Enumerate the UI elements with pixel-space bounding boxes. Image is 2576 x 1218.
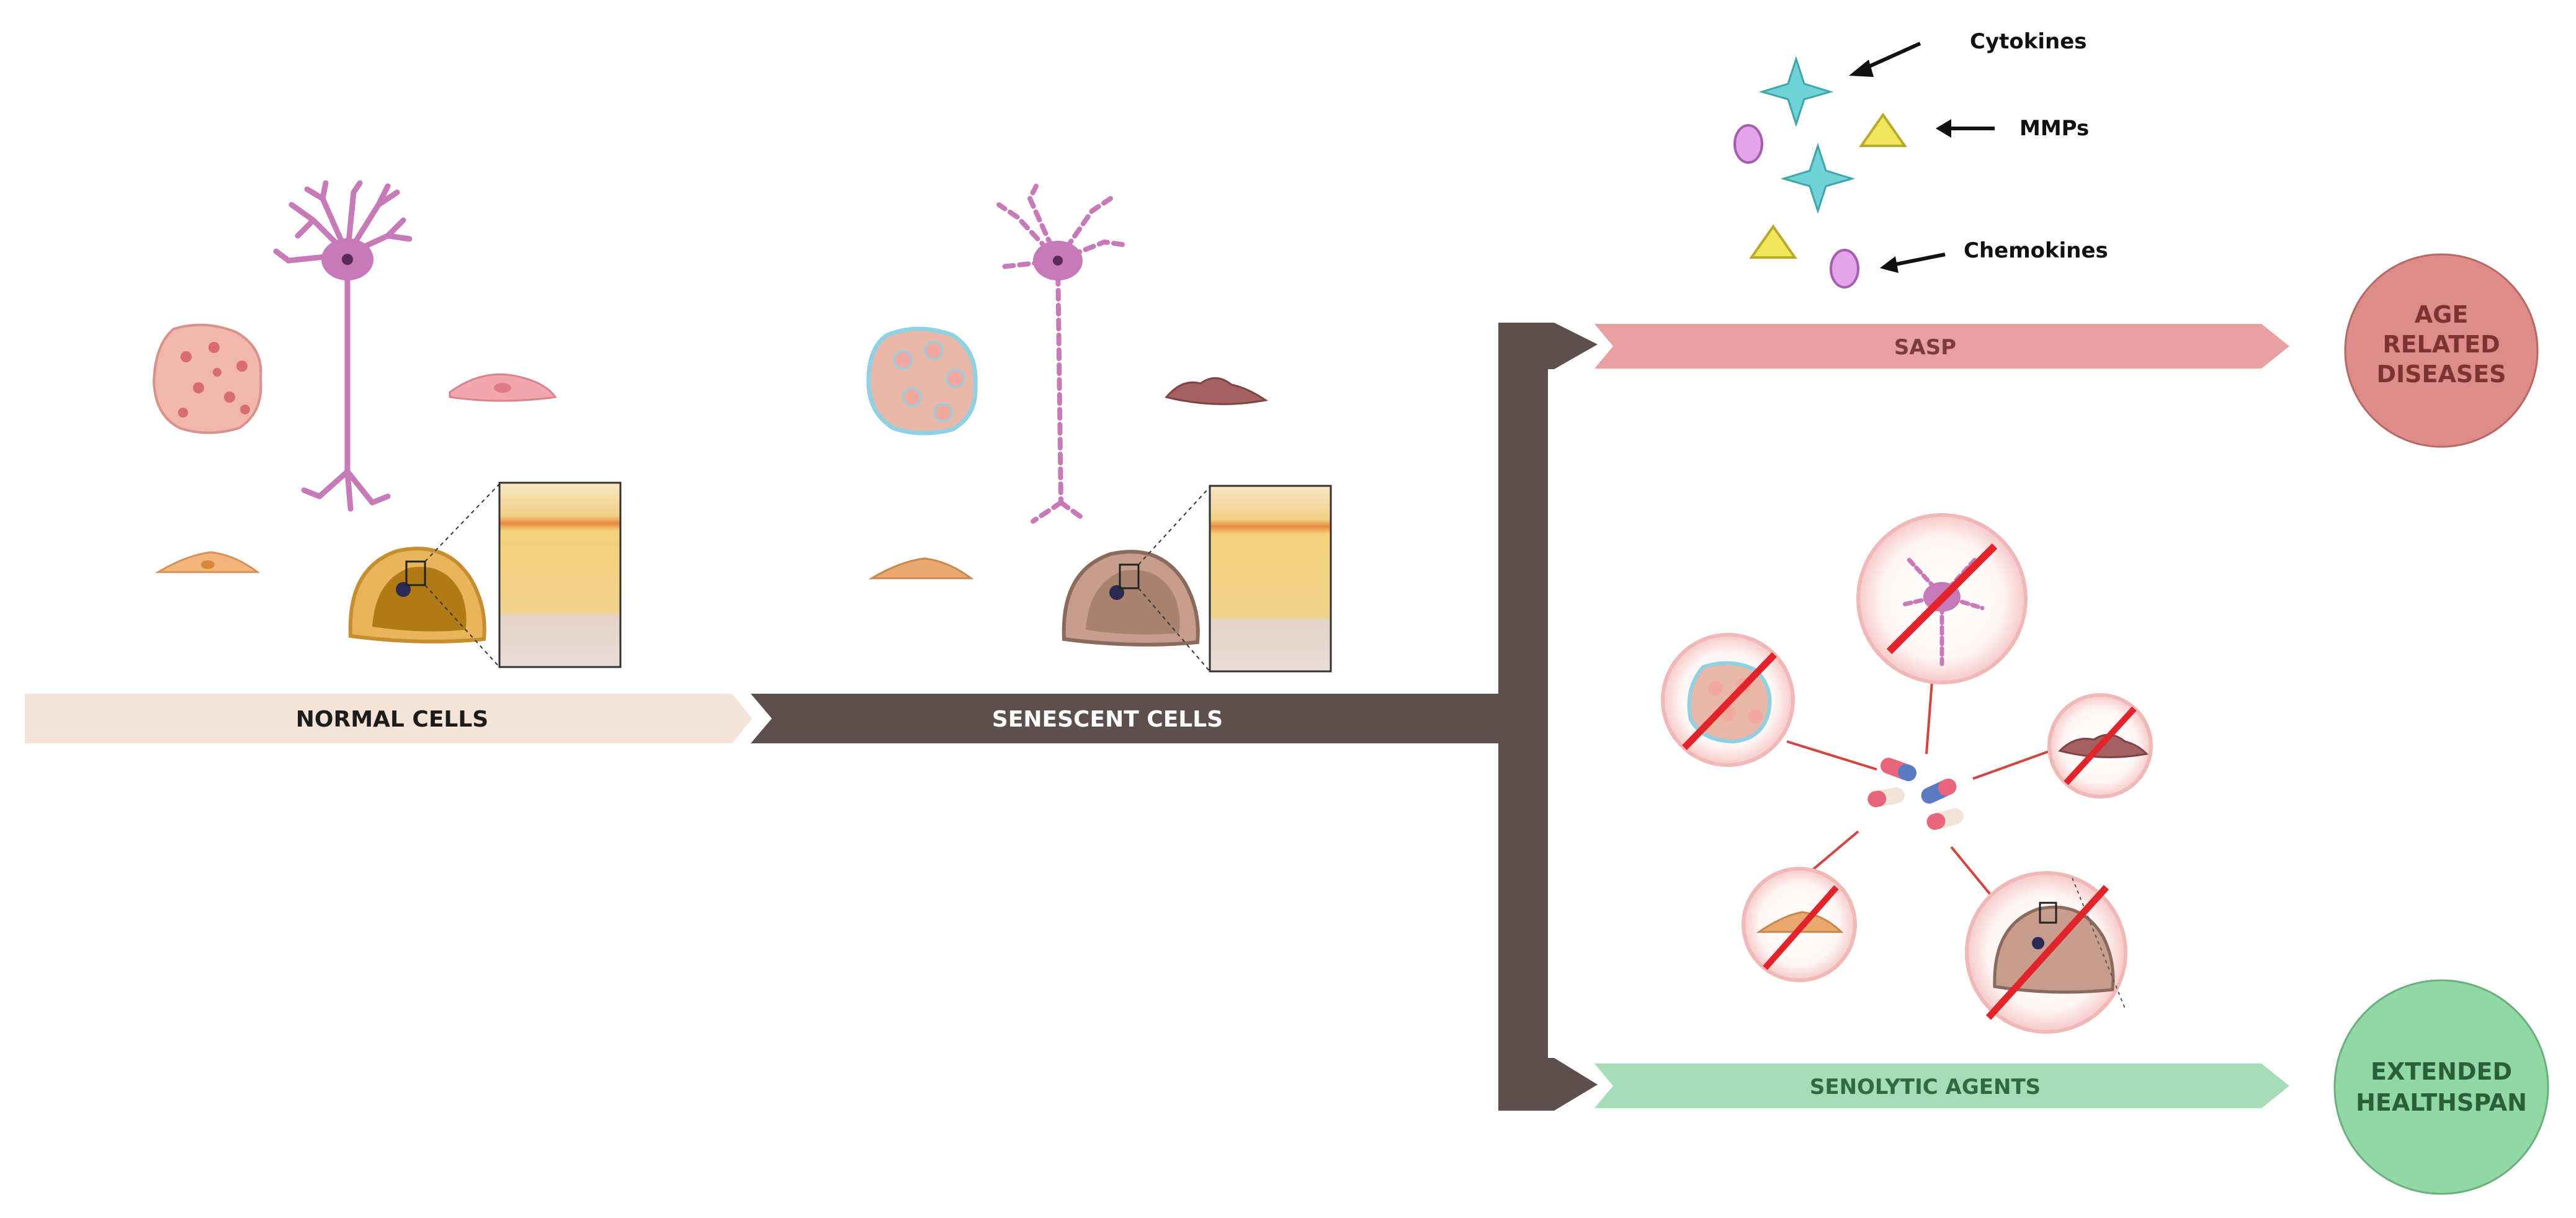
normal-skin-layers-inset <box>498 481 622 668</box>
senescent-epithelial-cell-icon <box>868 557 974 580</box>
branch-connector <box>1498 323 1598 1111</box>
forbid-slash-icon <box>1763 885 1839 970</box>
blocked-fibroblast-target <box>2047 693 2153 799</box>
senescent-cells-label: SENESCENT CELLS <box>992 707 1223 732</box>
normal-cells-illustrations <box>152 180 622 668</box>
chemokines-arrow <box>1889 253 1946 267</box>
forbid-slash-icon <box>1985 885 2109 1020</box>
mmps-arrowhead <box>1936 119 1951 138</box>
normal-tissue-cluster-icon <box>152 323 262 434</box>
senolytic-agents-band <box>1594 1064 2289 1108</box>
normal-neuron-icon <box>273 180 413 512</box>
cytokine-star-icon <box>1758 56 1834 127</box>
chemokines-arrowhead <box>1880 256 1898 273</box>
senescent-retina-icon <box>1062 550 1200 647</box>
sasp-label: SASP <box>1894 335 1956 360</box>
blocked-tissue-cluster-target <box>1661 633 1795 767</box>
age-related-line-2: RELATED <box>2382 331 2500 358</box>
mmp-triangle-icon <box>1859 112 1907 147</box>
forbid-slash-icon <box>1682 652 1777 750</box>
extended-healthspan-circle: EXTENDED HEALTHSPAN <box>2333 979 2549 1195</box>
healthspan-line-1: EXTENDED <box>2371 1058 2512 1085</box>
senolytic-target-network <box>1661 513 2153 1034</box>
blocked-neuron-target <box>1856 513 2028 684</box>
senescent-fibroblast-icon <box>1165 377 1268 405</box>
chemokines-label: Chemokines <box>1964 238 2108 263</box>
healthspan-line-2: HEALTHSPAN <box>2356 1089 2527 1116</box>
senolytic-pills-icon <box>1867 758 1964 830</box>
normal-cells-label: NORMAL CELLS <box>296 707 488 732</box>
normal-retina-icon <box>348 547 486 643</box>
blocked-retina-target <box>1965 871 2127 1034</box>
mmp-triangle-icon <box>1749 224 1797 259</box>
senescent-cells-band <box>751 694 1508 743</box>
cytokines-arrowhead <box>1849 60 1874 77</box>
forbid-slash-icon <box>1886 543 1998 655</box>
age-related-line-3: DISEASES <box>2376 360 2506 388</box>
sasp-band <box>1594 324 2289 369</box>
senescent-neuron-icon <box>996 184 1129 524</box>
chemokine-oval-icon <box>1830 249 1859 289</box>
sasp-factors-cluster: Cytokines MMPs Chemokines <box>1733 29 2108 289</box>
senescent-cells-illustrations <box>866 184 1332 673</box>
normal-cells-band <box>25 694 752 743</box>
blocked-epithelial-cell-target <box>1742 867 1857 982</box>
senolytic-agents-label: SENOLYTIC AGENTS <box>1810 1075 2041 1099</box>
chemokine-oval-icon <box>1733 124 1763 164</box>
age-related-line-1: AGE <box>2415 301 2469 328</box>
senescent-tissue-cluster-icon <box>866 326 978 436</box>
senescent-skin-layers-inset <box>1209 485 1332 673</box>
forbid-slash-icon <box>2064 706 2137 786</box>
age-related-diseases-circle: AGE RELATED DISEASES <box>2344 253 2539 448</box>
cytokines-label: Cytokines <box>1970 29 2087 54</box>
mmps-label: MMPs <box>2019 116 2089 141</box>
cytokine-star-icon <box>1780 143 1856 214</box>
